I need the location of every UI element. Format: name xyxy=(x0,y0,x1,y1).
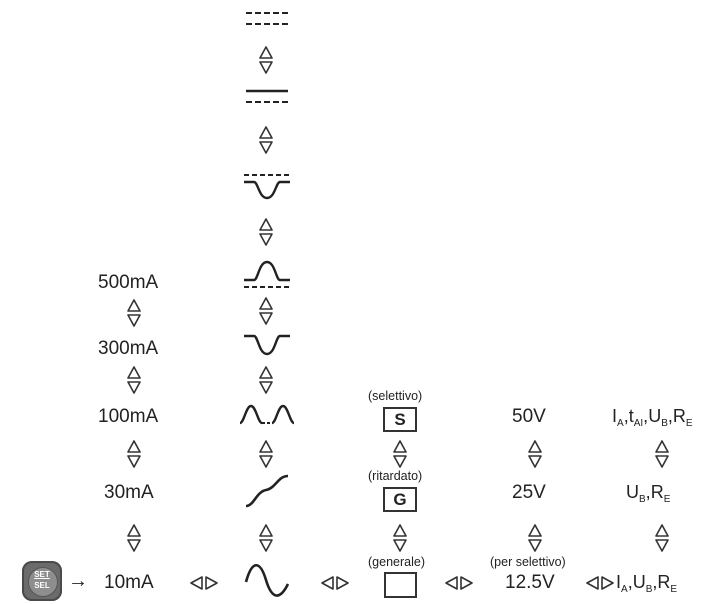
updown-arrow-icon xyxy=(127,440,141,468)
updown-arrow-icon xyxy=(528,440,542,468)
caption-selettivo: (selettivo) xyxy=(368,389,423,403)
waveform-dc-full-dashed xyxy=(246,89,288,103)
voltage-50V: 50V xyxy=(512,406,546,427)
updown-arrow-icon xyxy=(655,524,669,552)
sel-label: SEL xyxy=(34,581,50,590)
right-arrow: → xyxy=(68,570,88,592)
waveform-sine-half xyxy=(245,474,289,508)
waveform-halfwave-dual xyxy=(239,404,295,425)
updown-arrow-icon xyxy=(259,126,273,154)
caption-generale: (generale) xyxy=(368,555,425,569)
type-g-box: G xyxy=(383,487,417,512)
updown-arrow-icon xyxy=(528,524,542,552)
updown-arrow-icon xyxy=(393,440,407,468)
leftright-arrow-icon xyxy=(321,576,349,590)
updown-arrow-icon xyxy=(127,366,141,394)
waveform-sine-full xyxy=(244,563,290,597)
caption-ritardato: (ritardato) xyxy=(368,469,423,483)
updown-arrow-icon xyxy=(259,218,273,246)
current-option-300mA: 300mA xyxy=(98,338,159,359)
current-option-500mA: 500mA xyxy=(98,272,159,293)
waveform-halfwave-neg-dc xyxy=(244,174,290,200)
leftright-arrow-icon xyxy=(190,576,218,590)
waveform-halfwave-neg xyxy=(244,334,290,356)
updown-arrow-icon xyxy=(393,524,407,552)
current-option-30mA: 30mA xyxy=(104,482,154,503)
updown-arrow-icon xyxy=(127,524,141,552)
voltage-12.5V: 12.5V xyxy=(505,572,555,593)
current-option-100mA: 100mA xyxy=(98,406,159,427)
leftright-arrow-icon xyxy=(586,576,614,590)
measure-set-1: IA,tAI,UB,RE xyxy=(612,406,693,429)
measure-set-2: UB,RE xyxy=(626,482,671,505)
type-generale-box xyxy=(384,572,417,598)
updown-arrow-icon xyxy=(259,297,273,325)
set-label: SET xyxy=(34,570,50,579)
updown-arrow-icon xyxy=(259,366,273,394)
updown-arrow-icon xyxy=(127,299,141,327)
type-s-box: S xyxy=(383,407,417,432)
leftright-arrow-icon xyxy=(445,576,473,590)
updown-arrow-icon xyxy=(259,524,273,552)
current-option-10mA: 10mA xyxy=(104,572,154,593)
waveform-dc-dashed xyxy=(246,12,288,25)
updown-arrow-icon xyxy=(655,440,669,468)
updown-arrow-icon xyxy=(259,46,273,74)
waveform-halfwave-pos-dc xyxy=(244,260,290,288)
measure-set-3: IA,UB,RE xyxy=(616,572,678,595)
set-sel-button[interactable]: SET SEL xyxy=(22,561,62,601)
voltage-25V: 25V xyxy=(512,482,546,503)
caption-per-selettivo: (per selettivo) xyxy=(490,555,566,569)
updown-arrow-icon xyxy=(259,440,273,468)
